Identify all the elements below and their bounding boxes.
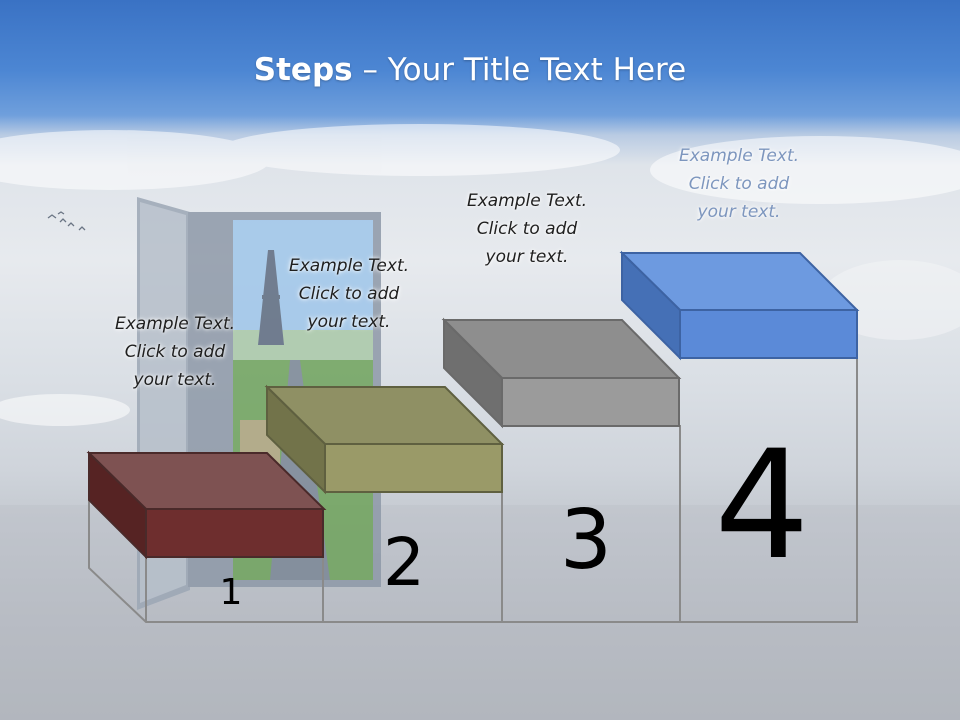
step-4-caption-line-2: Click to add bbox=[688, 174, 790, 194]
step-1-caption-line-1: Example Text. bbox=[114, 314, 236, 334]
step-4-block bbox=[619, 250, 860, 361]
step-1-caption-line-2: Click to add bbox=[124, 342, 226, 362]
step-3-block bbox=[441, 317, 682, 429]
step-3-caption[interactable]: Example Text. Click to add your text. bbox=[427, 187, 627, 271]
step-2-number: 2 bbox=[383, 524, 425, 601]
step-1-block bbox=[86, 450, 327, 560]
step-4-caption[interactable]: Example Text. Click to add your text. bbox=[639, 142, 839, 226]
step-1-caption[interactable]: Example Text. Click to add your text. bbox=[75, 310, 275, 394]
step-2-caption-line-2: Click to add bbox=[298, 284, 400, 304]
step-2-caption[interactable]: Example Text. Click to add your text. bbox=[249, 252, 449, 336]
step-1-caption-line-3: your text. bbox=[133, 370, 217, 390]
step-3-number: 3 bbox=[560, 493, 612, 588]
step-3-caption-line-1: Example Text. bbox=[466, 191, 588, 211]
slide-title[interactable]: Steps – Your Title Text Here bbox=[0, 52, 940, 88]
step-1-number: 1 bbox=[220, 572, 243, 613]
title-rest-part: – Your Title Text Here bbox=[352, 52, 687, 88]
step-3-caption-line-3: your text. bbox=[485, 247, 569, 267]
birds-icon bbox=[47, 211, 86, 231]
title-bold-part: Steps bbox=[253, 52, 353, 88]
step-2-caption-line-3: your text. bbox=[307, 312, 391, 332]
step-4-caption-line-3: your text. bbox=[697, 202, 781, 222]
step-4-caption-line-1: Example Text. bbox=[678, 146, 800, 166]
step-2-block bbox=[264, 384, 505, 495]
step-2-caption-line-1: Example Text. bbox=[288, 256, 410, 276]
cloud-layer bbox=[0, 124, 960, 426]
step-3-caption-line-2: Click to add bbox=[476, 219, 578, 239]
step-4-number: 4 bbox=[714, 419, 809, 593]
